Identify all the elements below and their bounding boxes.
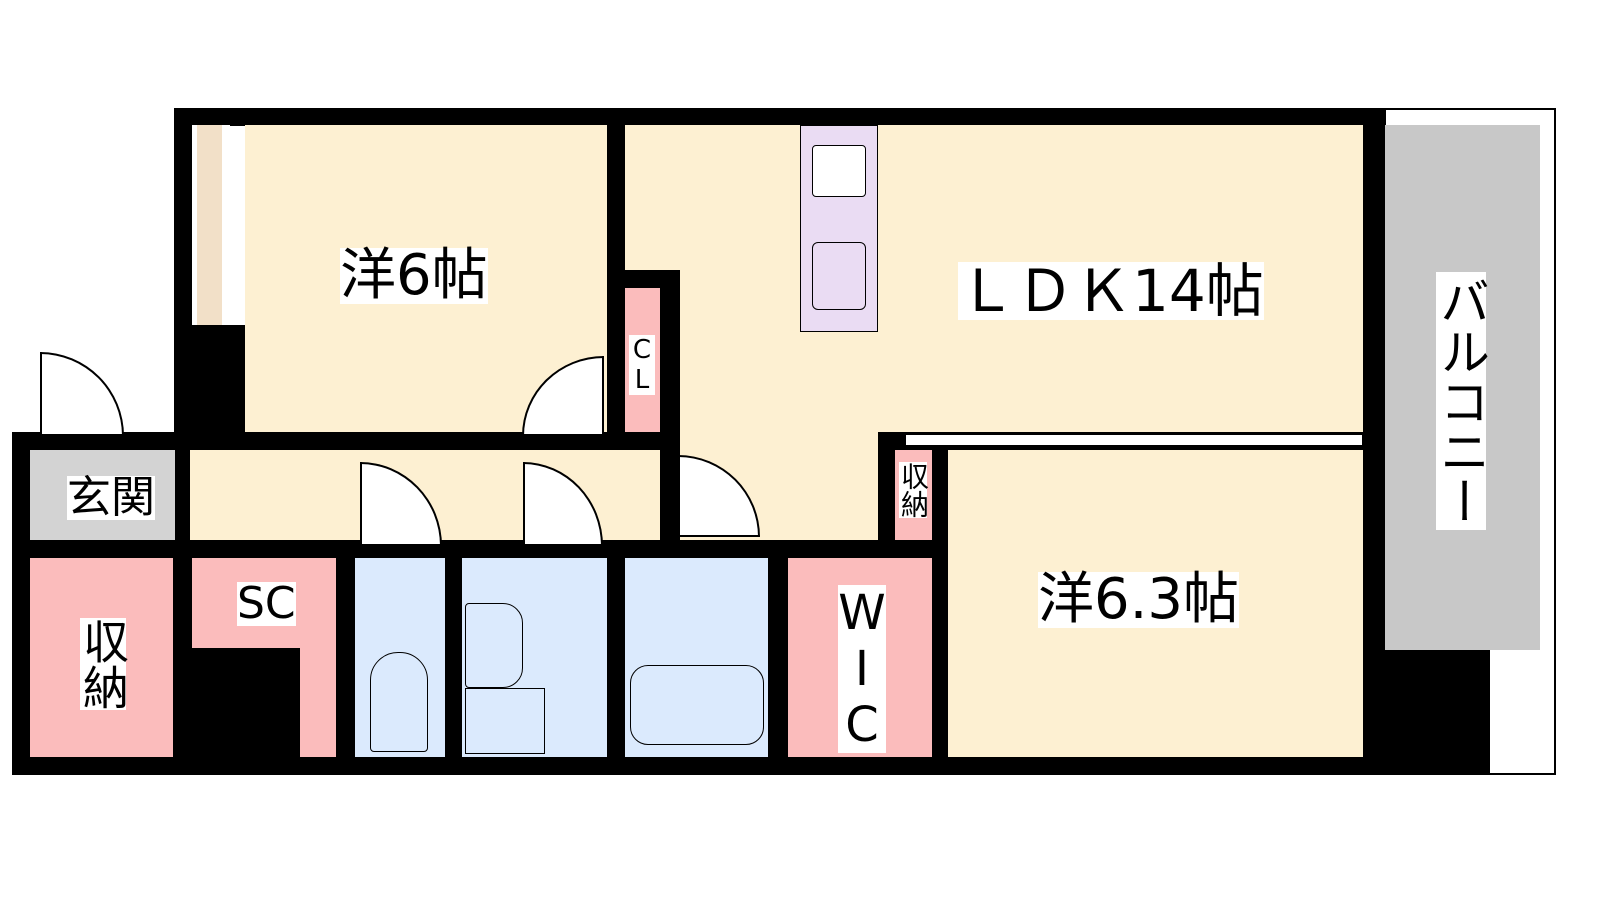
label-western-6: 洋6帖 [340,243,488,308]
label-ldk: ＬＤＫ14帖 [958,257,1264,325]
bathroom [625,558,768,757]
toilet-icon [370,652,428,752]
wall-top [174,108,1384,126]
washbasin-icon [465,603,523,688]
sc-notch [192,648,300,757]
label-closet: CL [627,335,657,395]
label-storage: 収納 [76,618,130,710]
washer-icon [465,688,545,754]
label-shoe-closet: SC [237,578,296,629]
label-western-6-3: 洋6.3帖 [1038,567,1240,632]
sink-icon [812,242,866,310]
stove-icon [812,145,866,197]
bathtub-icon [630,665,764,745]
closet-strip [192,125,230,325]
washroom [462,558,607,757]
balcony-block [1372,650,1490,775]
front-door[interactable] [40,352,124,436]
label-balcony: バルコニー [1432,272,1490,530]
sliding-door[interactable] [905,434,1363,446]
label-wic: WIC [834,585,890,753]
label-storage-small: 収納 [897,462,930,518]
label-entrance: 玄関 [67,472,155,523]
wall-right [1362,108,1384,775]
